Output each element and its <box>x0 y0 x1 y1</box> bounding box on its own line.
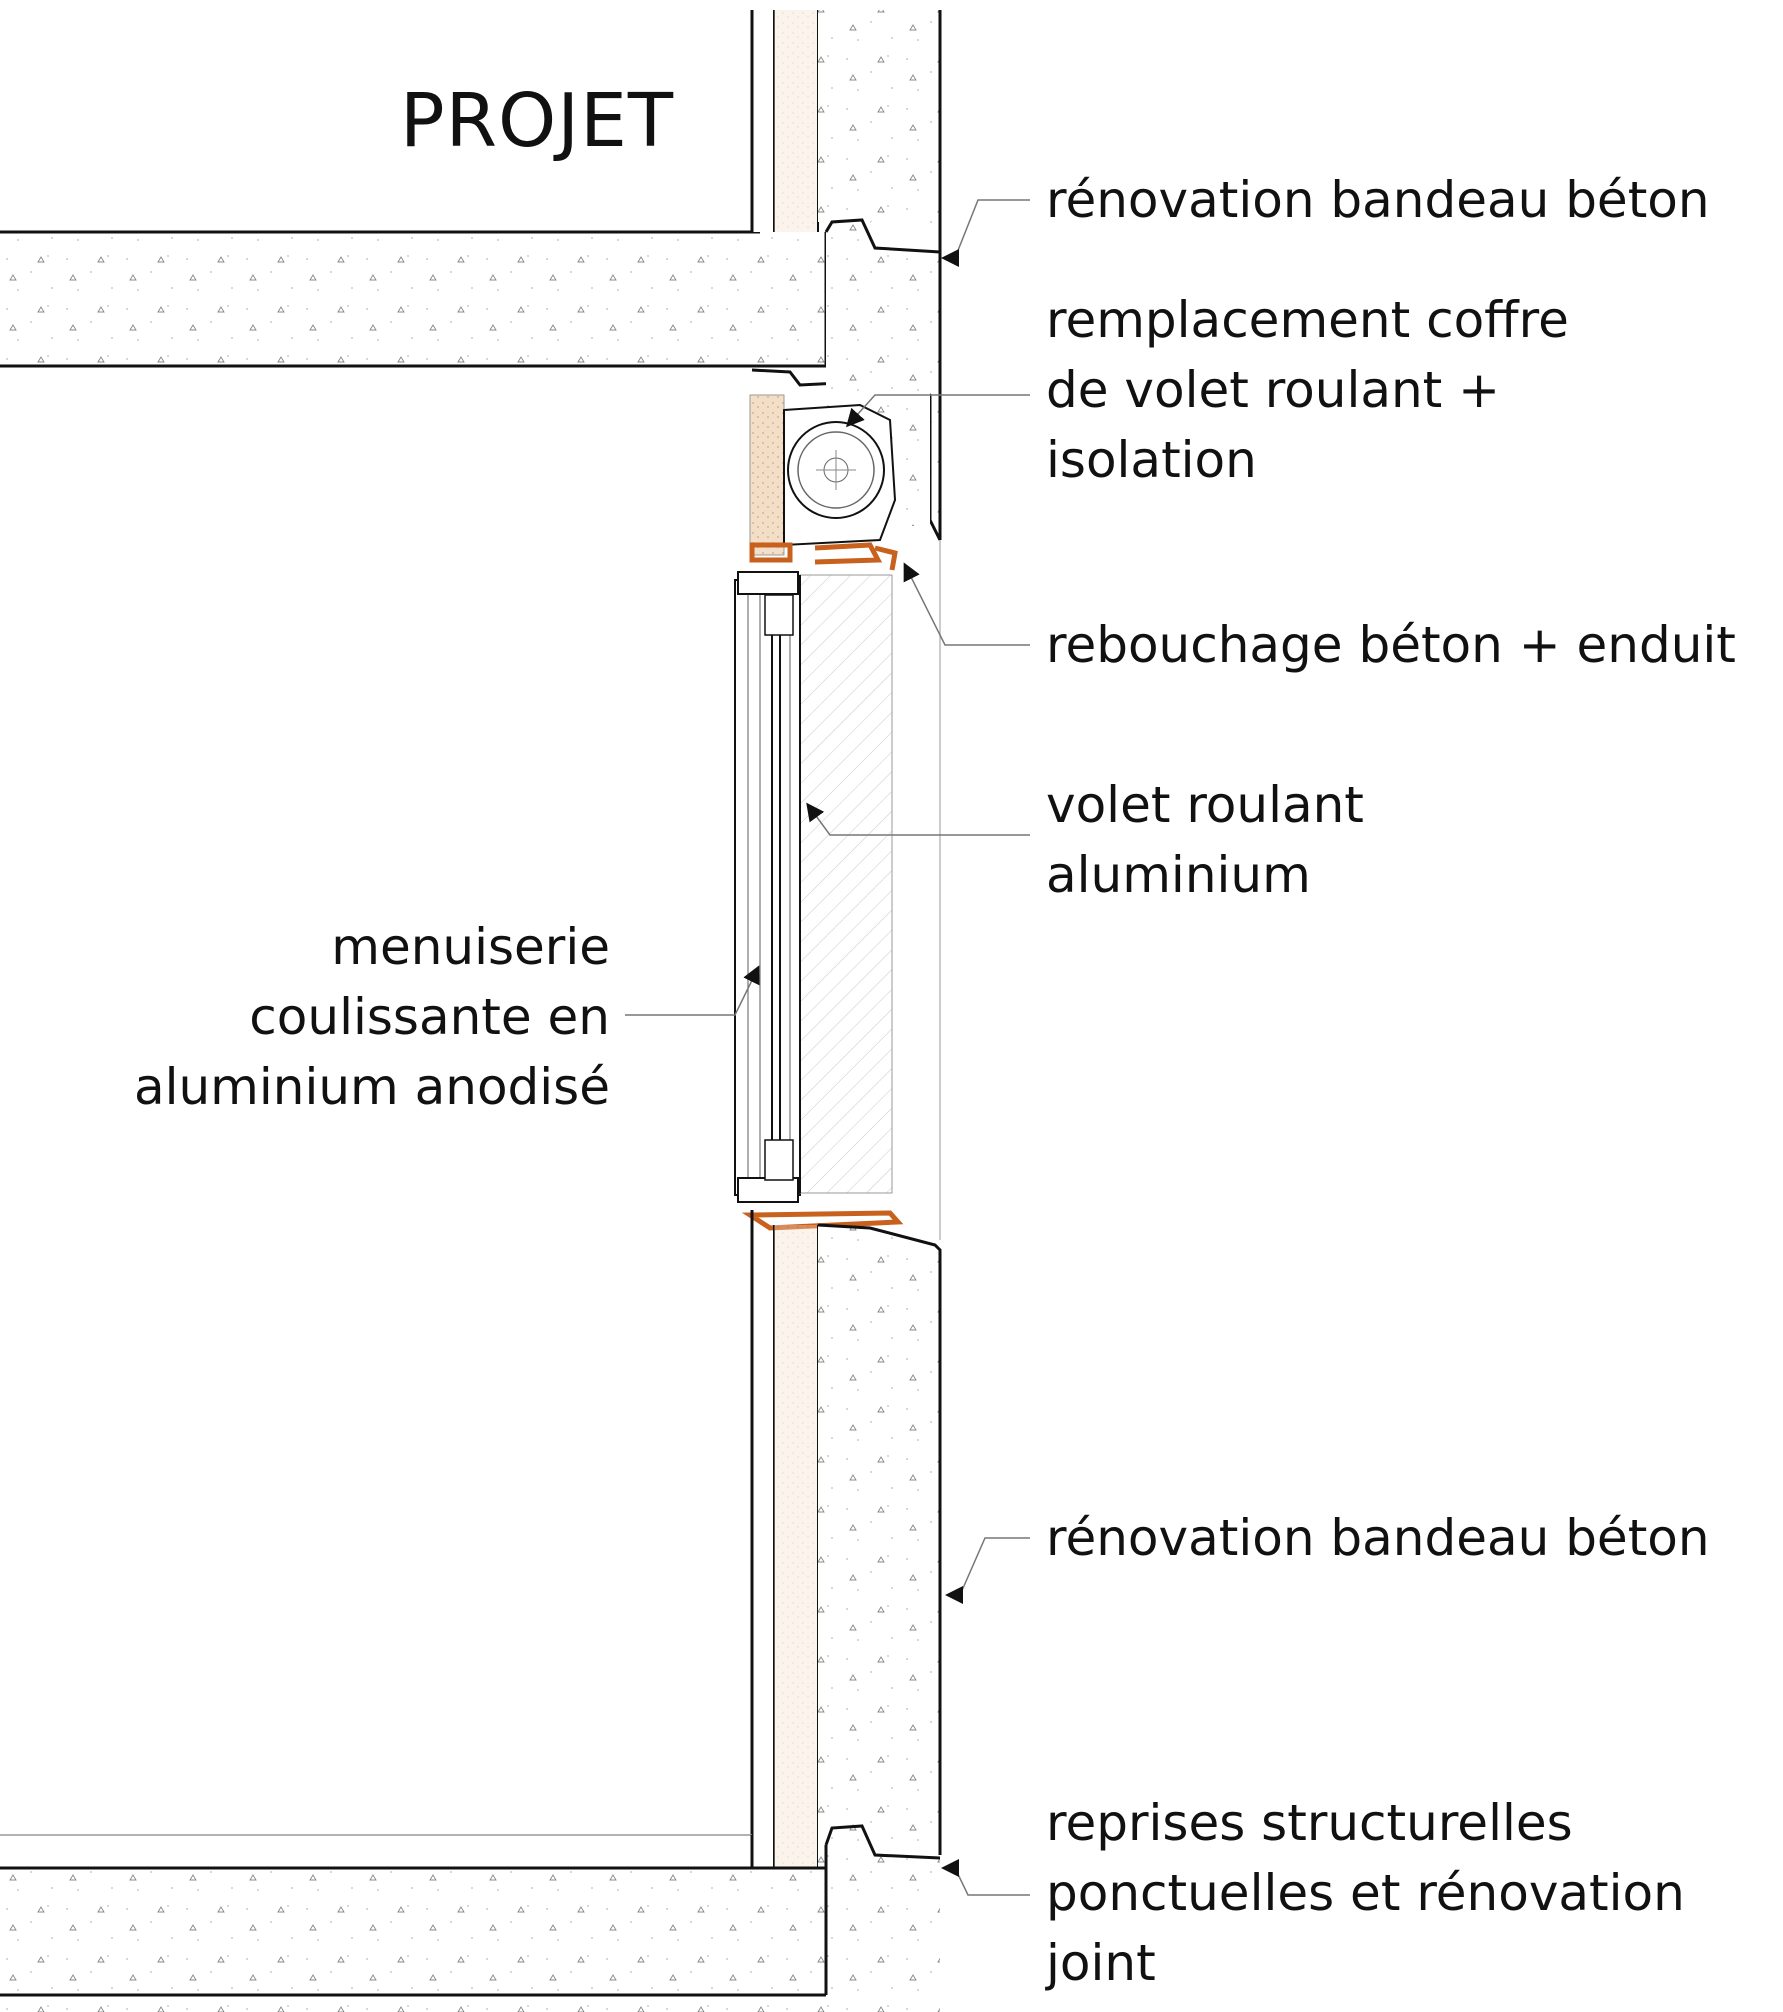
label-renovation-top: rénovation bandeau béton <box>1046 171 1710 229</box>
leader-volet <box>806 802 1030 836</box>
label-menuiserie: menuiserie coulissante en aluminium anod… <box>133 918 610 1116</box>
flashing-accents <box>741 542 904 1231</box>
leader-renovation-top <box>941 199 1030 267</box>
roller-shutter-slats <box>799 574 893 1194</box>
leader-menuiserie <box>625 965 760 1016</box>
lower-slab <box>0 1834 828 2012</box>
label-coffre: remplacement coffre de volet roulant + i… <box>1046 291 1569 489</box>
roller-shutter-box <box>749 394 897 556</box>
sliding-window <box>734 571 801 1203</box>
upper-wall-insulation <box>750 10 819 232</box>
lower-concrete-band <box>817 1223 942 2012</box>
upper-slab <box>0 230 828 368</box>
leader-rebouchage <box>903 562 1030 646</box>
drawing-title: PROJET <box>400 78 675 164</box>
leader-coffre <box>845 394 1030 428</box>
leader-lines <box>625 199 1030 1896</box>
leader-reprises <box>941 1859 1030 1896</box>
leader-renovation-bottom <box>945 1537 1030 1604</box>
label-renovation-bottom: rénovation bandeau béton <box>1046 1509 1710 1567</box>
lower-wall-insulation <box>750 1210 819 1880</box>
label-reprises: reprises structurelles ponctuelles et ré… <box>1046 1794 1685 1992</box>
label-volet: volet roulant aluminium <box>1046 776 1364 904</box>
label-rebouchage: rebouchage béton + enduit <box>1046 616 1736 674</box>
